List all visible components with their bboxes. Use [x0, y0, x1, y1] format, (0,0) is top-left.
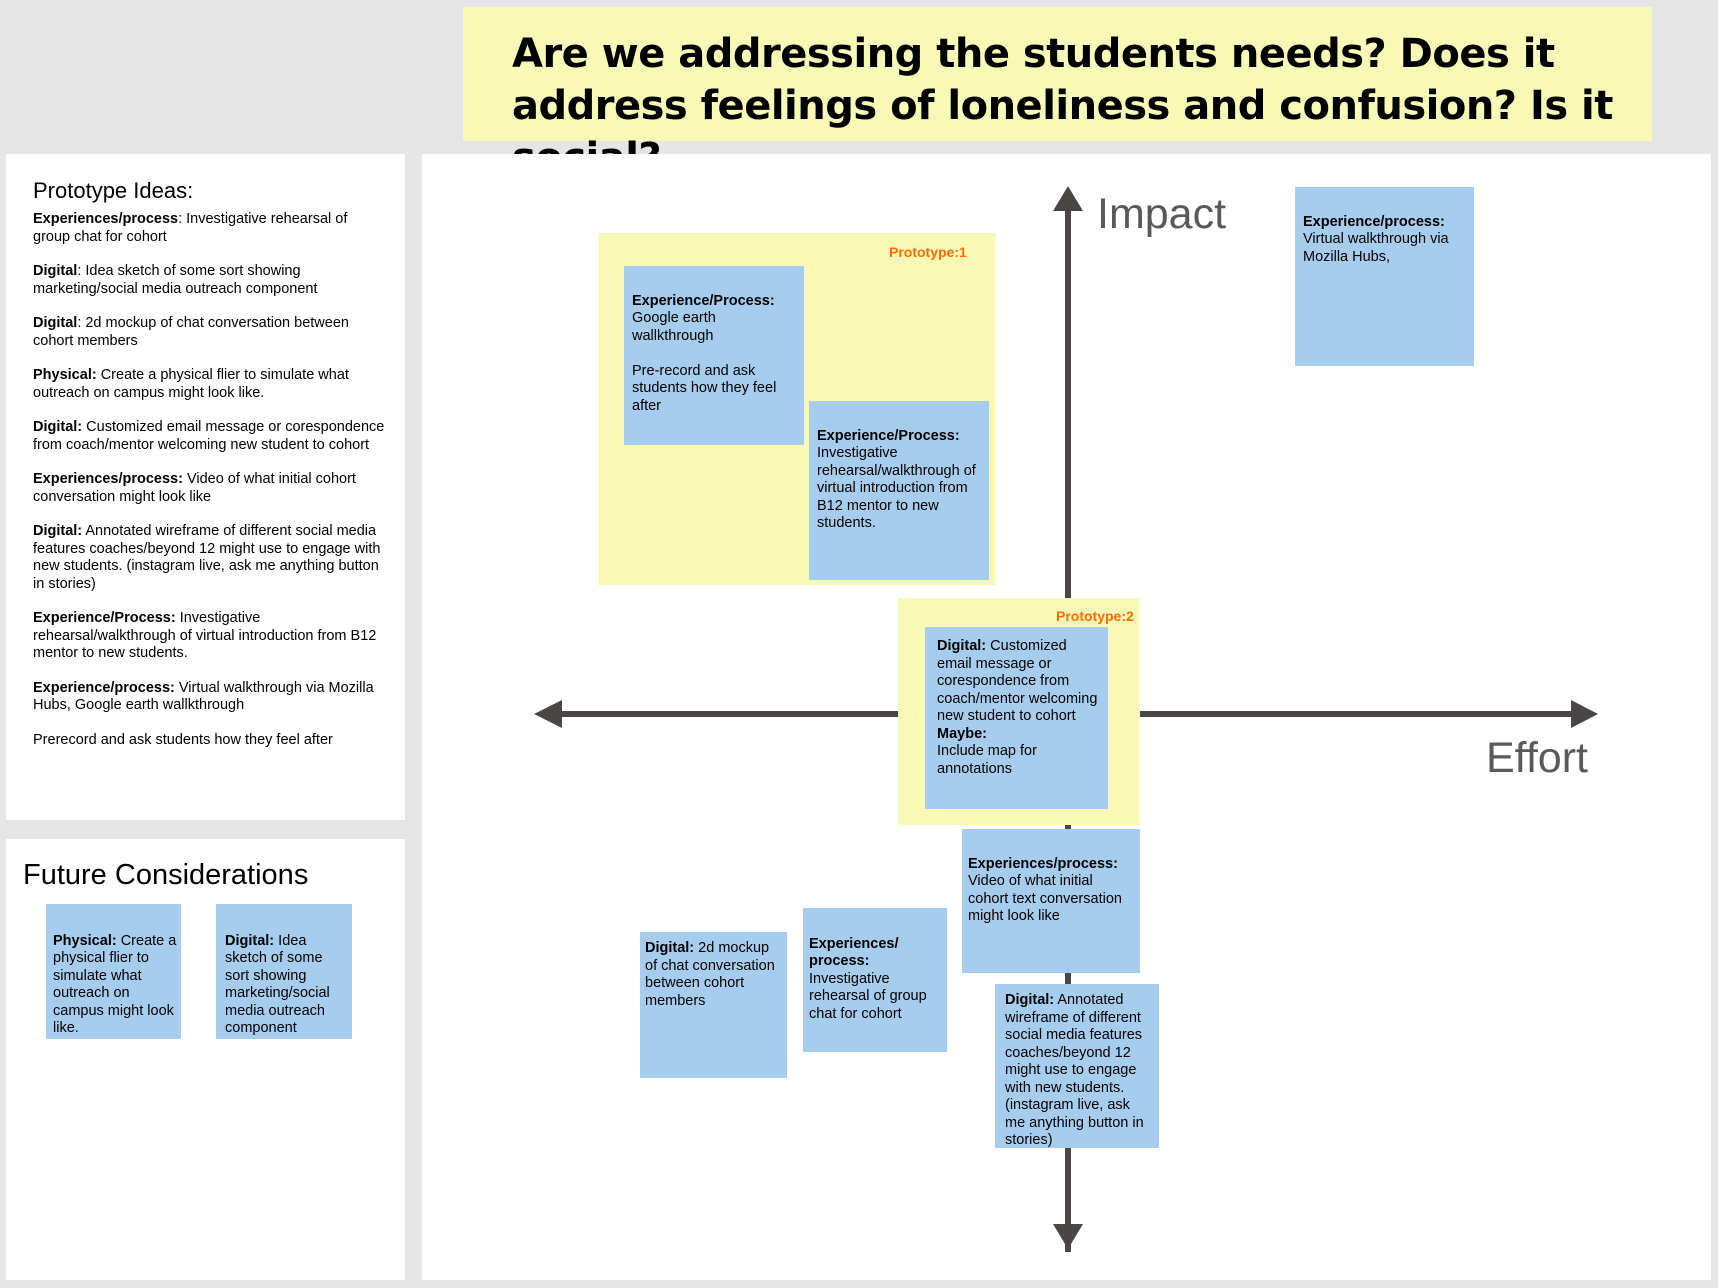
idea-text: Annotated wireframe of different social …	[33, 523, 381, 592]
note-type: Digital:	[225, 932, 275, 949]
note-type: Digital:	[1005, 992, 1055, 1008]
list-item: Experiences/process: Investigative rehea…	[33, 211, 385, 246]
future-considerations-heading: Future Considerations	[23, 859, 309, 891]
note-type: Experience/Process:	[817, 427, 960, 444]
impact-axis-label: Impact	[1097, 190, 1227, 238]
idea-type: Digital:	[33, 523, 83, 539]
note-text: Annotated wireframe of different social …	[1005, 992, 1144, 1148]
list-item: Digital: Idea sketch of some sort showin…	[33, 263, 385, 298]
note-text: 2d mockup of chat conversation between c…	[645, 940, 775, 1009]
sticky-note-flier[interactable]: Physical: Create a physical flier to sim…	[46, 904, 181, 1039]
list-item: Prerecord and ask students how they feel…	[33, 732, 385, 750]
note-text: Investigative rehearsal of group chat fo…	[809, 970, 927, 1022]
idea-text: : 2d mockup of chat conversation between…	[33, 315, 349, 349]
sticky-note-idea-sketch[interactable]: Digital: Idea sketch of some sort showin…	[216, 904, 352, 1039]
idea-text: Create a physical flier to simulate what…	[33, 367, 349, 401]
note-type: Experience/process:	[1303, 213, 1445, 230]
list-item: Physical: Create a physical flier to sim…	[33, 367, 385, 402]
note-text: Idea sketch of some sort showing marketi…	[225, 932, 330, 1037]
note-text: Google earth wallkthrough Pre-record and…	[632, 310, 777, 414]
list-item: Digital: Annotated wireframe of differen…	[33, 523, 385, 593]
sticky-note-video[interactable]: Experiences/process: Video of what initi…	[962, 829, 1140, 973]
idea-text: Prerecord and ask students how they feel…	[33, 731, 333, 748]
note-type: Experience/Process:	[632, 292, 775, 309]
note-type: Maybe:	[937, 725, 987, 742]
note-type: Digital:	[937, 638, 987, 654]
arrow-up-icon	[1053, 186, 1083, 211]
idea-type: Experience/process:	[33, 679, 175, 696]
prototype-ideas-panel: Prototype Ideas: Experiences/process: In…	[6, 154, 405, 820]
sticky-note-google-earth[interactable]: Experience/Process: Google earth wallkth…	[624, 266, 804, 445]
idea-type: Digital:	[33, 419, 83, 435]
idea-type: Physical:	[33, 367, 97, 383]
sticky-note-rehearsal-intro[interactable]: Experience/Process: Investigative rehear…	[809, 401, 989, 580]
effort-axis-label: Effort	[1486, 734, 1588, 782]
note-type: Experiences/ process:	[809, 935, 899, 970]
idea-text: Video of what initial cohort conversatio…	[33, 471, 356, 505]
prototype-ideas-list: Experiences/process: Investigative rehea…	[33, 211, 385, 749]
future-considerations-panel: Future Considerations Physical: Create a…	[6, 839, 405, 1280]
prototype-2-label: Prototype:2	[1056, 608, 1134, 624]
prototype-ideas-heading: Prototype Ideas:	[33, 178, 194, 203]
arrow-left-icon	[534, 700, 562, 728]
list-item: Experiences/process: Video of what initi…	[33, 471, 385, 506]
idea-type: Digital	[33, 315, 78, 331]
idea-text: : Investigative rehearsal of group chat …	[33, 211, 348, 245]
note-text: Virtual walkthrough via Mozilla Hubs,	[1303, 231, 1449, 265]
arrow-down-icon	[1053, 1224, 1083, 1249]
idea-text: Customized email message or corespondenc…	[33, 419, 385, 453]
idea-text: Virtual walkthrough via Mozilla Hubs, Go…	[33, 679, 374, 714]
idea-text: Investigative rehearsal/walkthrough of v…	[33, 610, 377, 661]
arrow-right-icon	[1571, 700, 1598, 728]
page-title: Are we addressing the students needs? Do…	[512, 31, 1613, 181]
prototype-1-label: Prototype:1	[889, 244, 967, 260]
list-item: Experience/Process: Investigative rehear…	[33, 610, 385, 663]
idea-type: Digital	[33, 263, 78, 279]
note-text: Video of what initial cohort text conver…	[968, 873, 1122, 924]
idea-type: Experience/Process:	[33, 610, 176, 626]
idea-text: : Idea sketch of some sort showing marke…	[33, 263, 318, 297]
sticky-note-wireframe[interactable]: Digital: Annotated wireframe of differen…	[995, 984, 1159, 1148]
sticky-note-group-chat[interactable]: Experiences/ process: Investigative rehe…	[803, 908, 947, 1052]
note-type: Experiences/process:	[968, 855, 1118, 872]
sticky-note-mockup[interactable]: Digital: 2d mockup of chat conversation …	[640, 932, 787, 1078]
note-text: Customized email message or corespondenc…	[937, 638, 1098, 724]
note-text: Investigative rehearsal/walkthrough of v…	[817, 445, 976, 531]
list-item: Digital: Customized email message or cor…	[33, 419, 385, 454]
list-item: Digital: 2d mockup of chat conversation …	[33, 315, 385, 350]
sticky-note-mozilla-hubs[interactable]: Experience/process: Virtual walkthrough …	[1295, 187, 1474, 366]
title-banner: Are we addressing the students needs? Do…	[463, 7, 1652, 181]
note-text: Include map for annotations	[937, 743, 1037, 777]
note-type: Physical:	[53, 932, 117, 949]
idea-type: Experiences/process:	[33, 471, 183, 487]
list-item: Experience/process: Virtual walkthrough …	[33, 680, 385, 715]
idea-type: Experiences/process	[33, 211, 179, 227]
note-type: Digital:	[645, 940, 695, 956]
impact-effort-matrix: Prototype:1 Impact Effort Prototype:2 Ex…	[422, 154, 1711, 1280]
sticky-note-email[interactable]: Digital: Customized email message or cor…	[925, 627, 1108, 809]
note-text: Create a physical flier to simulate what…	[53, 932, 177, 1037]
